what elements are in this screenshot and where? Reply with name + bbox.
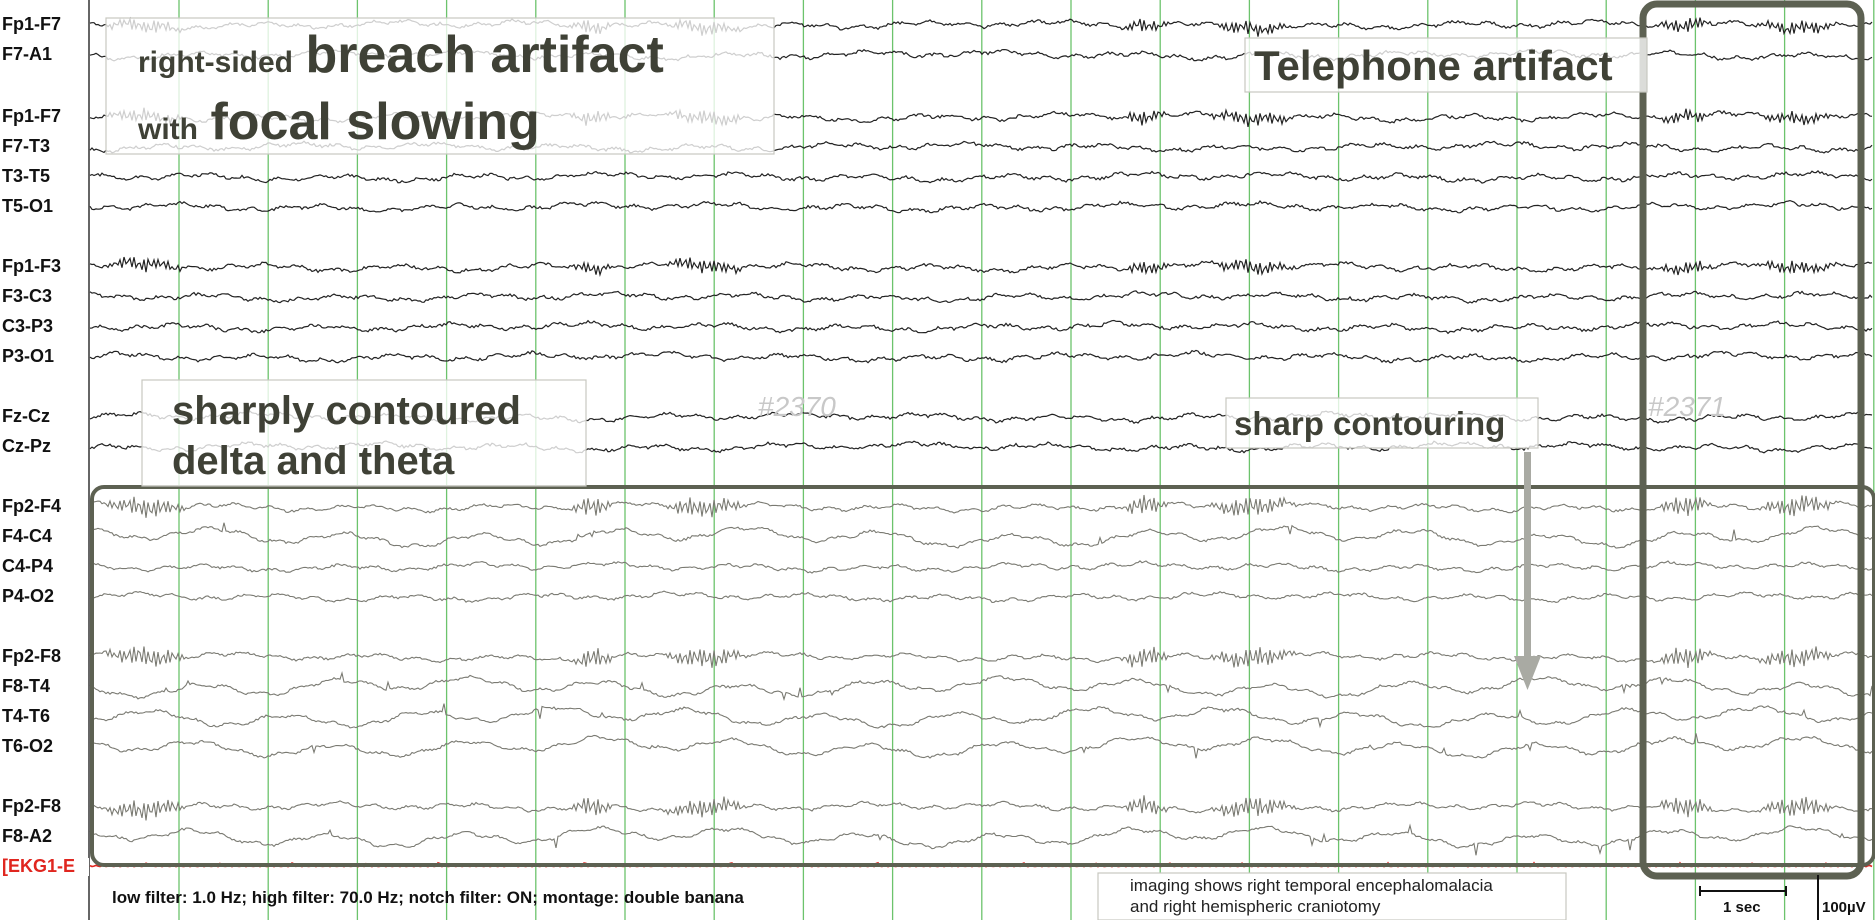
sharp-contouring-arrow-shaft [1524,452,1531,660]
page-number: #2371 [1648,391,1726,422]
time-scale-label: 1 sec [1723,899,1761,916]
breach-artifact-note-line2: with focal slowing [137,93,540,151]
channel-label: Fp2-F4 [2,496,61,516]
telephone-artifact-note: Telephone artifact [1254,42,1613,89]
channel-label: Fp2-F8 [2,796,61,816]
channel-label: T6-O2 [2,736,53,756]
eeg-channel-trace [89,199,1873,214]
eeg-channel-trace [89,494,1873,518]
channel-label: C4-P4 [2,556,53,576]
eeg-channel-trace [89,290,1873,304]
channel-label: Fp1-F3 [2,256,61,276]
channel-label-ekg: [EKG1-E [2,856,75,876]
sharply-contoured-note-line1: sharply contoured [172,389,521,433]
eeg-channel-trace [89,823,1873,856]
channel-labels: Fp1-F7 F7-A1 Fp1-F7 F7-T3 T3-T5 T5-O1 Fp… [2,14,75,876]
eeg-channel-trace [89,703,1873,729]
channel-label: F3-C3 [2,286,52,306]
sharply-contoured-note-box [141,379,587,487]
telephone-artifact-note-box [1244,37,1648,93]
channel-label: T5-O1 [2,196,53,216]
eeg-channel-trace [89,646,1873,668]
eeg-channel-trace [89,733,1873,759]
telephone-artifact-highlight-box [1639,0,1865,880]
filter-settings: low filter: 1.0 Hz; high filter: 70.0 Hz… [112,888,744,907]
eeg-channel-trace [89,256,1873,278]
imaging-note-line2: and right hemispheric craniotomy [1130,897,1381,916]
sharply-contoured-note-line2: delta and theta [172,439,455,483]
channel-label: Fp1-F7 [2,106,61,126]
eeg-channel-trace [89,319,1873,335]
right-hemisphere-highlight-box [90,485,1875,867]
channel-label: P4-O2 [2,586,54,606]
imaging-note-box [1097,872,1567,920]
breach-artifact-note-box [105,17,775,155]
channel-label: Fz-Cz [2,406,50,426]
channel-label: P3-O1 [2,346,54,366]
channel-label: F7-T3 [2,136,50,156]
amplitude-scale-label: 100µV [1822,899,1866,916]
channel-label: F4-C4 [2,526,52,546]
channel-label: T3-T5 [2,166,50,186]
channel-label: Fp1-F7 [2,14,61,34]
eeg-channel-trace [89,795,1873,821]
sharp-contouring-note: sharp contouring [1234,405,1505,442]
channel-label: F8-T4 [2,676,50,696]
label-column-mask [82,858,89,876]
sharp-contouring-note-box [1225,397,1539,449]
channel-label: F7-A1 [2,44,52,64]
channel-label: C3-P3 [2,316,53,336]
page-number: #2370 [758,391,836,422]
channel-label: F8-A2 [2,826,52,846]
sharp-contouring-arrow-head [1514,656,1541,690]
eeg-channel-trace [89,590,1873,603]
eeg-channel-trace [89,560,1873,574]
eeg-channel-trace [89,522,1873,549]
channel-label: Fp2-F8 [2,646,61,666]
breach-artifact-note-line1: right-sided breach artifact [138,26,664,84]
eeg-channel-trace [89,170,1873,184]
eeg-channel-trace [89,349,1873,364]
imaging-note-line1: imaging shows right temporal encephaloma… [1130,876,1493,895]
eeg-channel-trace [89,671,1873,702]
channel-label: Cz-Pz [2,436,51,456]
channel-label: T4-T6 [2,706,50,726]
